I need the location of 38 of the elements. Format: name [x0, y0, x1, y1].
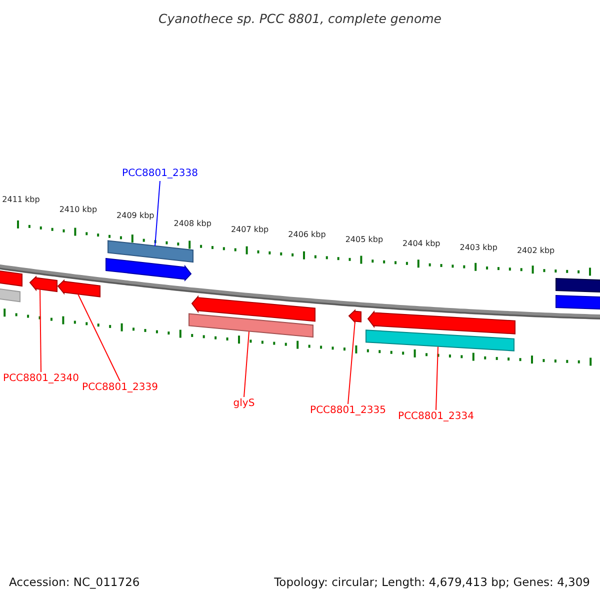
scale-label: 2404 kbp [402, 239, 440, 249]
gene-feature [106, 258, 192, 282]
gene-feature [29, 276, 58, 292]
gene-feature [108, 240, 194, 263]
diagram-title: Cyanothece sp. PCC 8801, complete genome [158, 10, 442, 28]
gene-label: glyS [233, 398, 255, 410]
genome-info-text: Topology: circular; Length: 4,679,413 bp; Genes: 4,309 [274, 574, 590, 591]
leader-line [244, 331, 250, 398]
gene-label: PCC8801_2338 [122, 168, 198, 180]
leader-line [40, 288, 42, 372]
scale-label: 2408 kbp [174, 219, 212, 229]
gene-feature [57, 279, 100, 298]
accession-text: Accession: NC_011726 [9, 574, 140, 591]
gene-label: PCC8801_2334 [398, 411, 474, 423]
gene-feature [188, 313, 314, 338]
gene-feature [556, 278, 600, 293]
leader-line [78, 294, 120, 382]
scale-label: 2406 kbp [288, 230, 326, 240]
leader-line [436, 346, 438, 410]
gene-feature [366, 330, 514, 352]
gene-feature [367, 310, 516, 334]
gene-feature [348, 309, 362, 324]
gene-label: PCC8801_2339 [82, 382, 158, 394]
scale-label: 2403 kbp [460, 243, 498, 253]
scale-label: 2402 kbp [516, 246, 555, 256]
gene-feature [556, 294, 600, 310]
leader-line [154, 180, 160, 247]
scale-label: 2407 kbp [230, 225, 269, 235]
gene-feature [191, 295, 316, 322]
scale-label: 2410 kbp [59, 205, 98, 215]
scale-label: 2409 kbp [116, 211, 154, 221]
gene-feature [0, 288, 20, 302]
leader-line [348, 320, 356, 404]
scale-label: 2405 kbp [345, 235, 384, 245]
gene-label: PCC8801_2340 [3, 373, 79, 385]
gene-label: PCC8801_2335 [310, 405, 386, 417]
gene-feature [0, 270, 22, 287]
scale-label: 2411 kbp [2, 195, 40, 205]
